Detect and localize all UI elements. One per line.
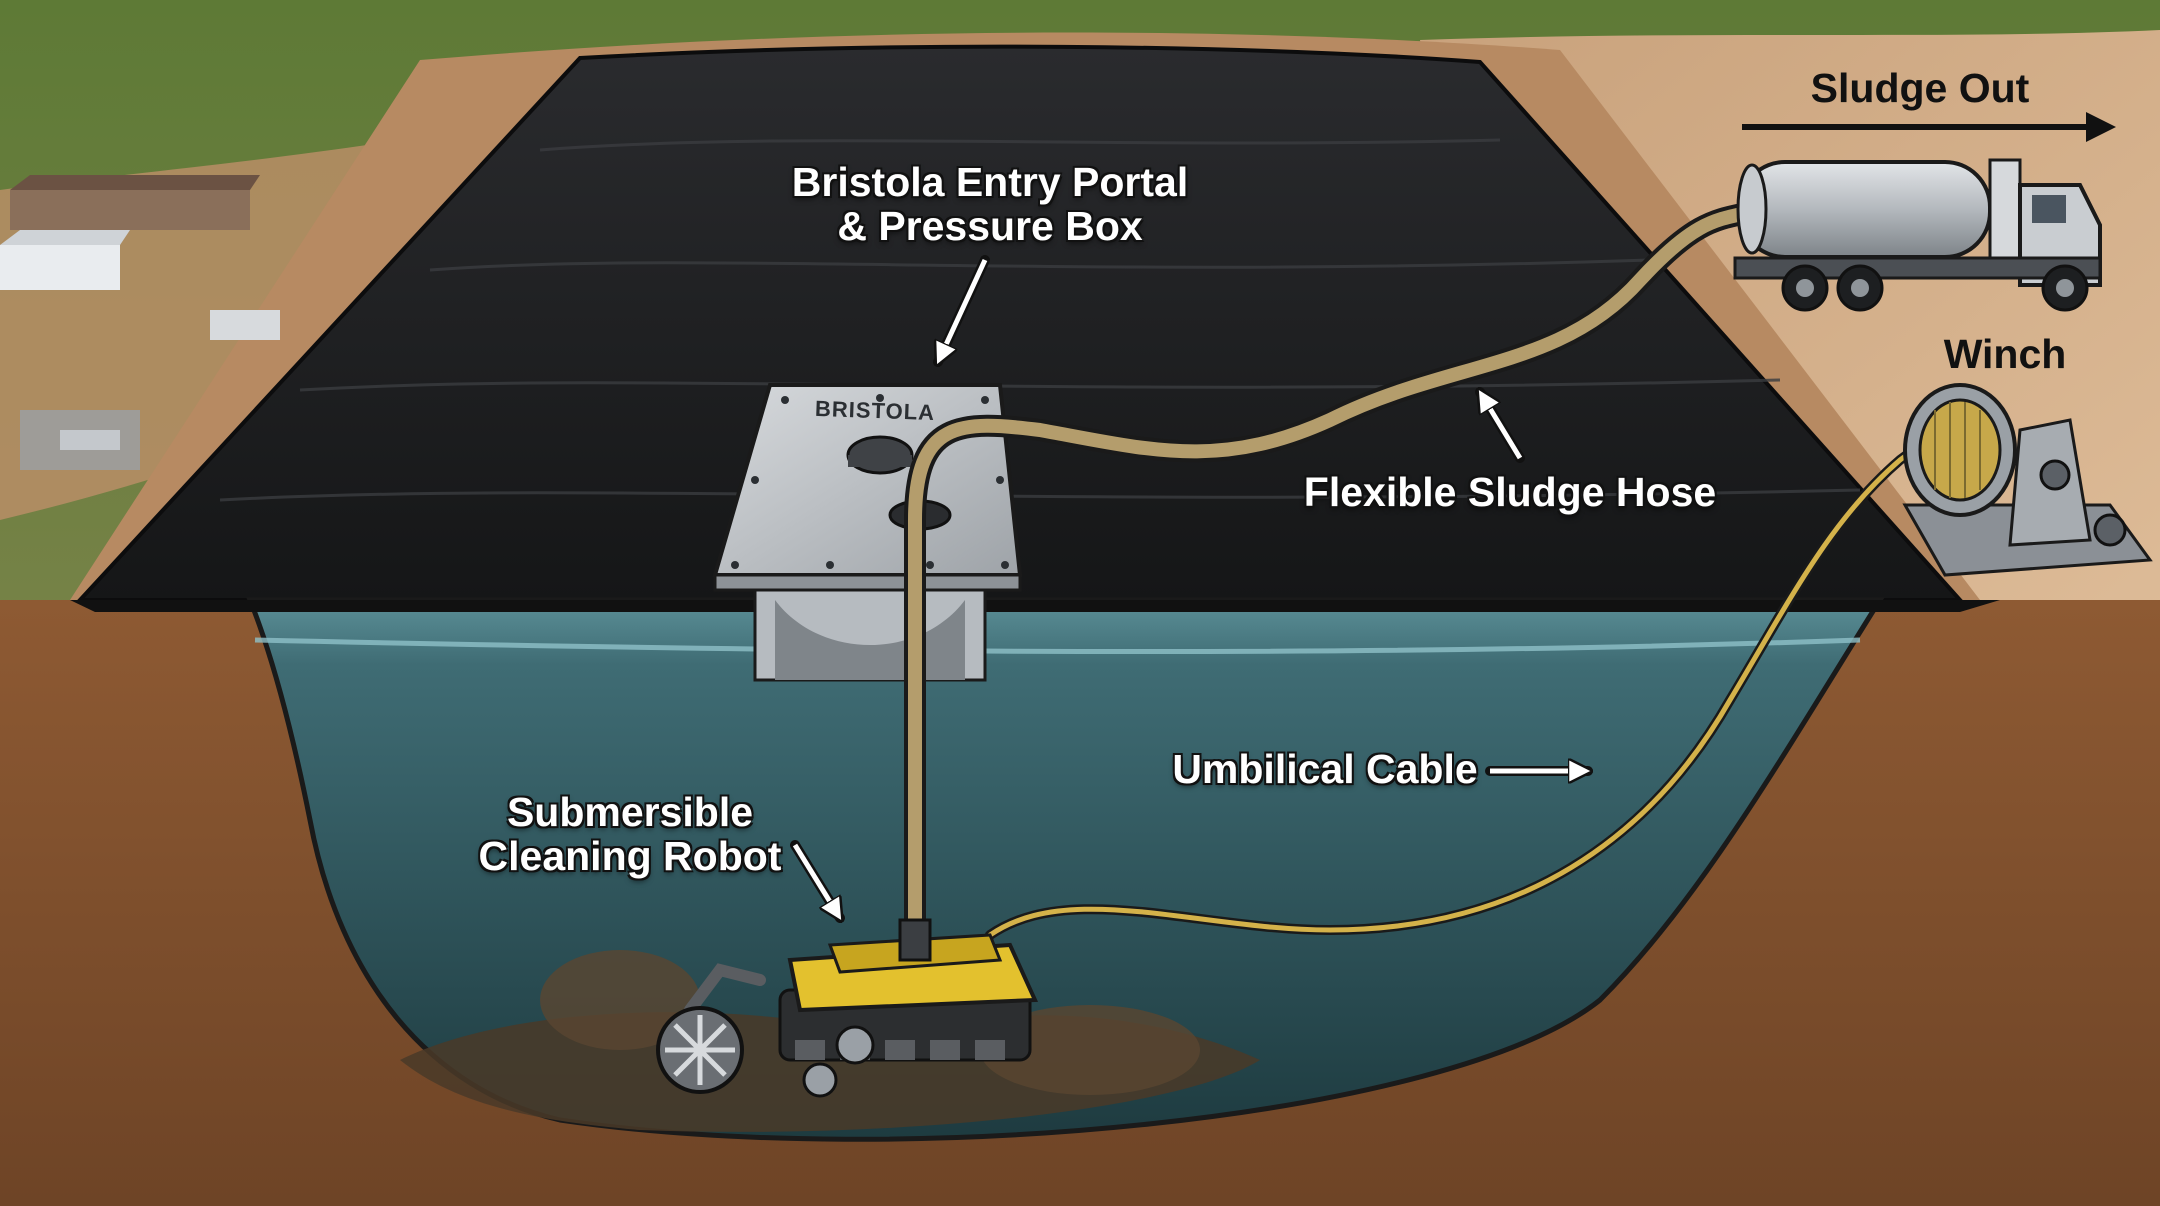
robot-label-line1: Submersible (506, 789, 754, 835)
robot-label-line2: Cleaning Robot (478, 833, 782, 879)
sludge-out-label: Sludge Out (1810, 65, 2030, 111)
winch-label: Winch (1943, 331, 2067, 377)
sludge-plume-left (540, 950, 700, 1050)
umbilical-cable-label: Umbilical Cable (1172, 746, 1478, 792)
farm-buildings (0, 175, 280, 470)
flexible-sludge-hose-fill (908, 203, 1767, 937)
entry-portal-label-line2: & Pressure Box (837, 203, 1143, 249)
liner-edge (70, 600, 2000, 612)
winch (1902, 383, 2153, 577)
pressure-box-brand: BRISTOLA (814, 395, 936, 426)
entry-portal-arrow (933, 255, 990, 362)
umbilical-cable-fill (987, 417, 1983, 938)
water-surface (254, 637, 1861, 655)
sludge-plume-right (980, 1005, 1200, 1095)
entry-portal-label: Bristola Entry Portal & Pressure Box (780, 160, 1200, 248)
cleaning-robot (656, 918, 1039, 1098)
flexible-hose-arrow (1475, 392, 1525, 463)
robot-label: Submersible Cleaning Robot (470, 790, 790, 878)
robot-arrow (790, 840, 845, 918)
vacuum-truck (1733, 158, 2102, 312)
entry-portal-label-line1: Bristola Entry Portal (791, 159, 1189, 205)
flexible-hose-label: Flexible Sludge Hose (1303, 469, 1717, 515)
lagoon-liner-cover (75, 44, 1965, 602)
